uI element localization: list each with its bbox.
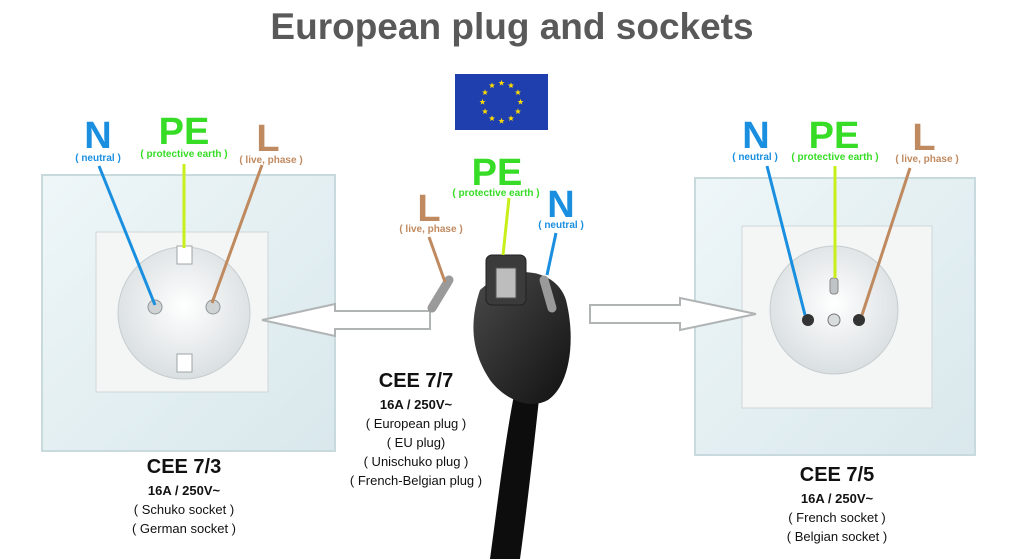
- flag-star: [517, 98, 524, 105]
- plug-earth-label: ( protective earth ): [452, 188, 540, 199]
- right-earth-label: ( protective earth ): [791, 152, 879, 163]
- flag-star: [498, 79, 505, 86]
- schuko-socket-image: [41, 174, 336, 452]
- plug-rating: 16A / 250V~: [379, 397, 453, 412]
- flag-star: [488, 115, 496, 122]
- left-neutral-letter: N: [84, 115, 112, 157]
- pointer-lines: [97, 164, 912, 316]
- left-socket-rating: 16A / 250V~: [147, 483, 221, 498]
- flag-star: [479, 98, 486, 105]
- plug-live-letter: L: [417, 188, 441, 230]
- arrow-right-icon: [589, 296, 757, 332]
- plug-desc-1: ( European plug ): [365, 416, 467, 431]
- left-socket-desc-2: ( German socket ): [131, 521, 237, 536]
- left-socket-name: CEE 7/3: [146, 456, 222, 478]
- plug-earth-letter: PE: [471, 152, 523, 194]
- right-live-letter: L: [912, 117, 936, 159]
- plug-neutral-label: ( neutral ): [538, 220, 584, 231]
- left-live-label: ( live, phase ): [239, 155, 303, 166]
- plug-name: CEE 7/7: [378, 370, 454, 392]
- left-earth-label: ( protective earth ): [140, 149, 228, 160]
- french-socket-image: [694, 177, 976, 456]
- plug-neutral-letter: N: [547, 184, 575, 226]
- left-socket-desc-1: ( Schuko socket ): [133, 502, 235, 517]
- flag-star: [482, 108, 489, 115]
- right-socket-desc-2: ( Belgian socket ): [786, 529, 888, 544]
- right-socket-desc-1: ( French socket ): [788, 510, 886, 525]
- right-socket-name: CEE 7/5: [799, 464, 875, 486]
- page-title: European plug and sockets: [270, 6, 754, 47]
- flag-star: [498, 117, 505, 124]
- right-neutral-label: ( neutral ): [732, 152, 778, 163]
- eu-flag-icon: [455, 74, 548, 130]
- flag-star: [507, 82, 515, 89]
- right-earth-letter: PE: [808, 115, 860, 157]
- cee-7-7-plug-image: [427, 254, 571, 559]
- flag-star: [514, 89, 521, 96]
- left-live-letter: L: [256, 118, 280, 160]
- flag-star: [507, 115, 515, 122]
- flag-star: [488, 82, 496, 89]
- plug-desc-2: ( EU plug): [386, 435, 446, 450]
- right-live-label: ( live, phase ): [895, 154, 959, 165]
- flag-star: [482, 89, 489, 96]
- plug-live-label: ( live, phase ): [399, 224, 463, 235]
- plug-desc-4: ( French-Belgian plug ): [349, 473, 483, 488]
- right-socket-rating: 16A / 250V~: [800, 491, 874, 506]
- arrow-left-icon: [261, 302, 431, 338]
- flag-star: [514, 108, 521, 115]
- left-neutral-label: ( neutral ): [75, 153, 121, 164]
- plug-desc-3: ( Unischuko plug ): [363, 454, 469, 469]
- right-neutral-letter: N: [742, 115, 770, 157]
- left-earth-letter: PE: [158, 111, 210, 153]
